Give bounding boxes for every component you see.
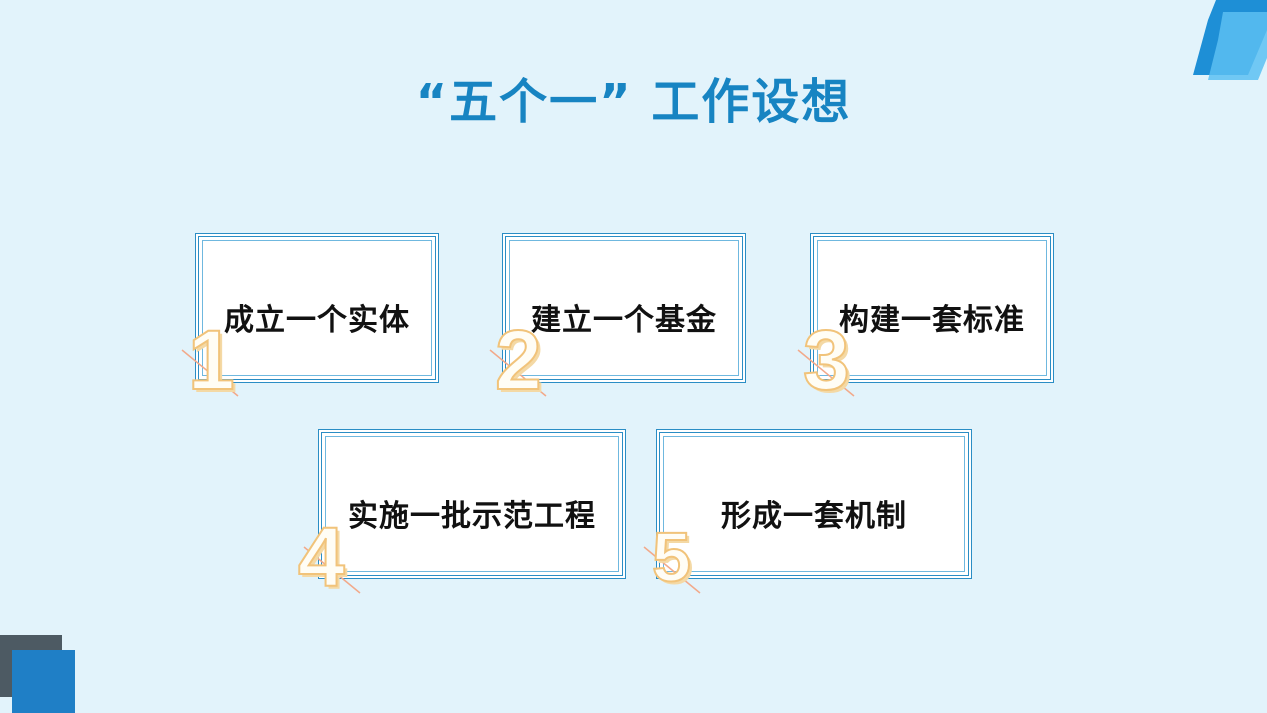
card-label: 构建一套标准 (839, 303, 1025, 338)
card-number: 4 (297, 510, 346, 604)
page-title: “五个一” 工作设想 (415, 74, 852, 130)
card-item-5: 形成一套机制 (656, 429, 972, 579)
corner-decoration-top-right (1193, 0, 1267, 80)
card-inner-border (663, 436, 965, 572)
slash-decoration (181, 349, 239, 397)
card-inner-border (509, 240, 739, 376)
card-inner-border (202, 240, 432, 376)
card-number: 5 (651, 518, 692, 596)
card-item-2: 建立一个基金 (502, 233, 746, 383)
slash-decoration (303, 546, 361, 594)
card-inner-border (325, 436, 619, 572)
slash-decoration (489, 349, 547, 397)
card-inner-border (817, 240, 1047, 376)
card-label: 形成一套机制 (721, 499, 907, 534)
slash-decoration (643, 546, 701, 594)
card-item-3: 构建一套标准 (810, 233, 1054, 383)
card-label: 成立一个实体 (224, 303, 410, 338)
corner-decoration-bottom-left (0, 635, 75, 713)
card-number: 1 (187, 313, 236, 407)
card-item-4: 实施一批示范工程 (318, 429, 626, 579)
card-label: 实施一批示范工程 (348, 499, 596, 534)
card-label: 建立一个基金 (531, 303, 717, 338)
card-item-1: 成立一个实体 (195, 233, 439, 383)
card-number: 2 (494, 313, 543, 407)
card-number: 3 (802, 313, 851, 407)
slash-decoration (797, 349, 855, 397)
